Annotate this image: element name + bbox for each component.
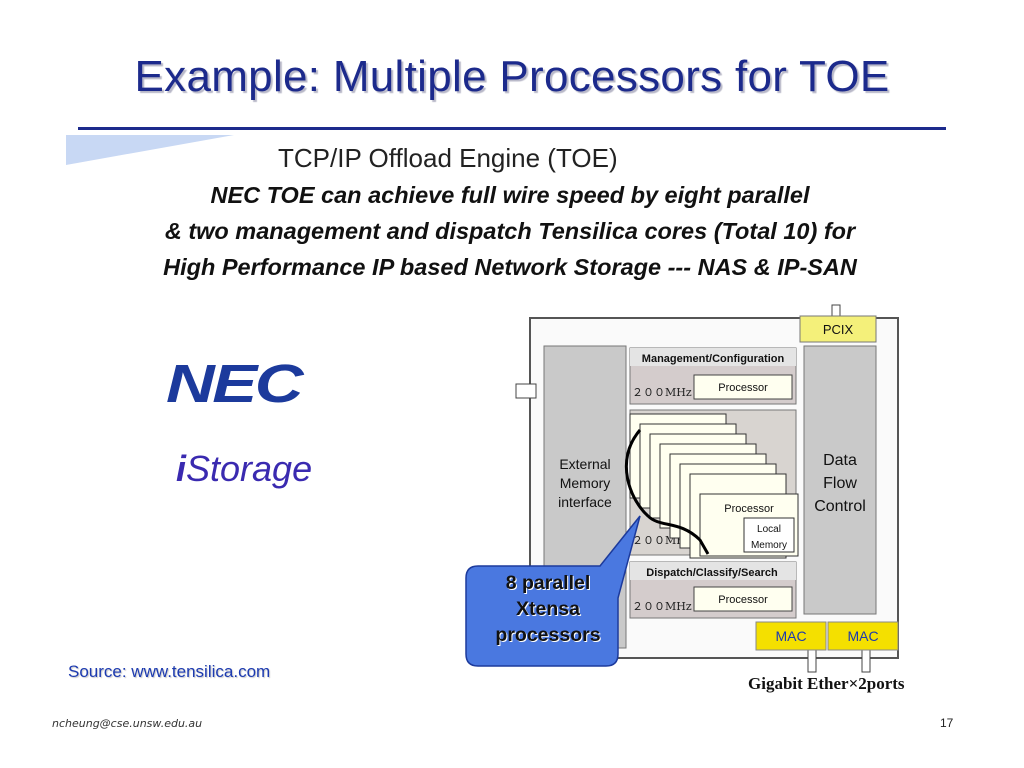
data-flow-block (803, 345, 877, 615)
external-memory-line-1: External (559, 456, 610, 472)
toe-subtitle: TCP/IP Offload Engine (TOE) (278, 143, 618, 173)
istorage-logo-prefix: i (176, 448, 187, 489)
callout-text: 8 parallel Xtensa processors (470, 570, 626, 648)
ports-label: Gigabit Ether×2ports (748, 674, 905, 693)
source-link[interactable]: Source: www.tensilica.com (68, 662, 271, 681)
headline-line-1: NEC TOE can achieve full wire speed by e… (210, 182, 810, 208)
dispatch-processor-box (693, 586, 793, 612)
local-memory-line-1: Local (757, 524, 781, 535)
left-pin (515, 383, 537, 399)
data-flow-line-1: Data (823, 452, 857, 469)
management-freq: ２００MHz (632, 386, 692, 399)
local-memory-box (743, 517, 795, 553)
pcix-block (799, 315, 877, 343)
management-label: Management/Configuration (642, 353, 785, 365)
data-flow-line-3: Control (814, 498, 866, 515)
decorative-wedge (66, 135, 234, 165)
management-processor-box (693, 374, 793, 400)
mac-block-2 (827, 621, 899, 651)
dispatch-freq: ２００MHz (632, 600, 692, 613)
pcix-label: PCIX (823, 322, 854, 337)
external-memory-line-3: interface (558, 494, 612, 510)
callout-line-2: Xtensa (516, 598, 580, 620)
headline-line-3: High Performance IP based Network Storag… (163, 254, 857, 280)
external-memory-line-2: Memory (560, 475, 611, 491)
data-flow-line-2: Flow (823, 475, 857, 492)
mac-label-2: MAC (847, 628, 878, 644)
management-processor-label: Processor (718, 382, 768, 394)
istorage-logo: iStorage (176, 448, 312, 490)
callout-bubble (465, 515, 641, 667)
dispatch-processor-label: Processor (718, 594, 768, 606)
headline-text: NEC TOE can achieve full wire speed by e… (60, 177, 960, 285)
front-processor-label: Processor (724, 503, 774, 515)
page-number: 17 (940, 716, 954, 730)
title-underline (78, 127, 946, 130)
dispatch-label: Dispatch/Classify/Search (646, 567, 778, 579)
nec-logo: NEC (166, 354, 304, 414)
headline-line-2: & two management and dispatch Tensilica … (164, 218, 856, 244)
mac-block-1 (755, 621, 827, 651)
callout-line-1: 8 parallel (505, 572, 591, 594)
local-memory-line-2: Memory (751, 540, 787, 551)
footer-email: ncheung@cse.unsw.edu.au (52, 717, 203, 730)
mac-pin-2 (861, 649, 871, 673)
stack-connector-curve (624, 429, 710, 555)
processor-stack: Processor Local Memory (624, 413, 799, 559)
callout-line-3: processors (495, 624, 601, 646)
mac-label-1: MAC (775, 628, 806, 644)
istorage-logo-rest: Storage (186, 448, 313, 489)
mac-pin-1 (807, 649, 817, 673)
slide-title: Example: Multiple Processors for TOE (134, 52, 890, 101)
dispatch-header (630, 562, 796, 580)
management-header (630, 348, 796, 366)
